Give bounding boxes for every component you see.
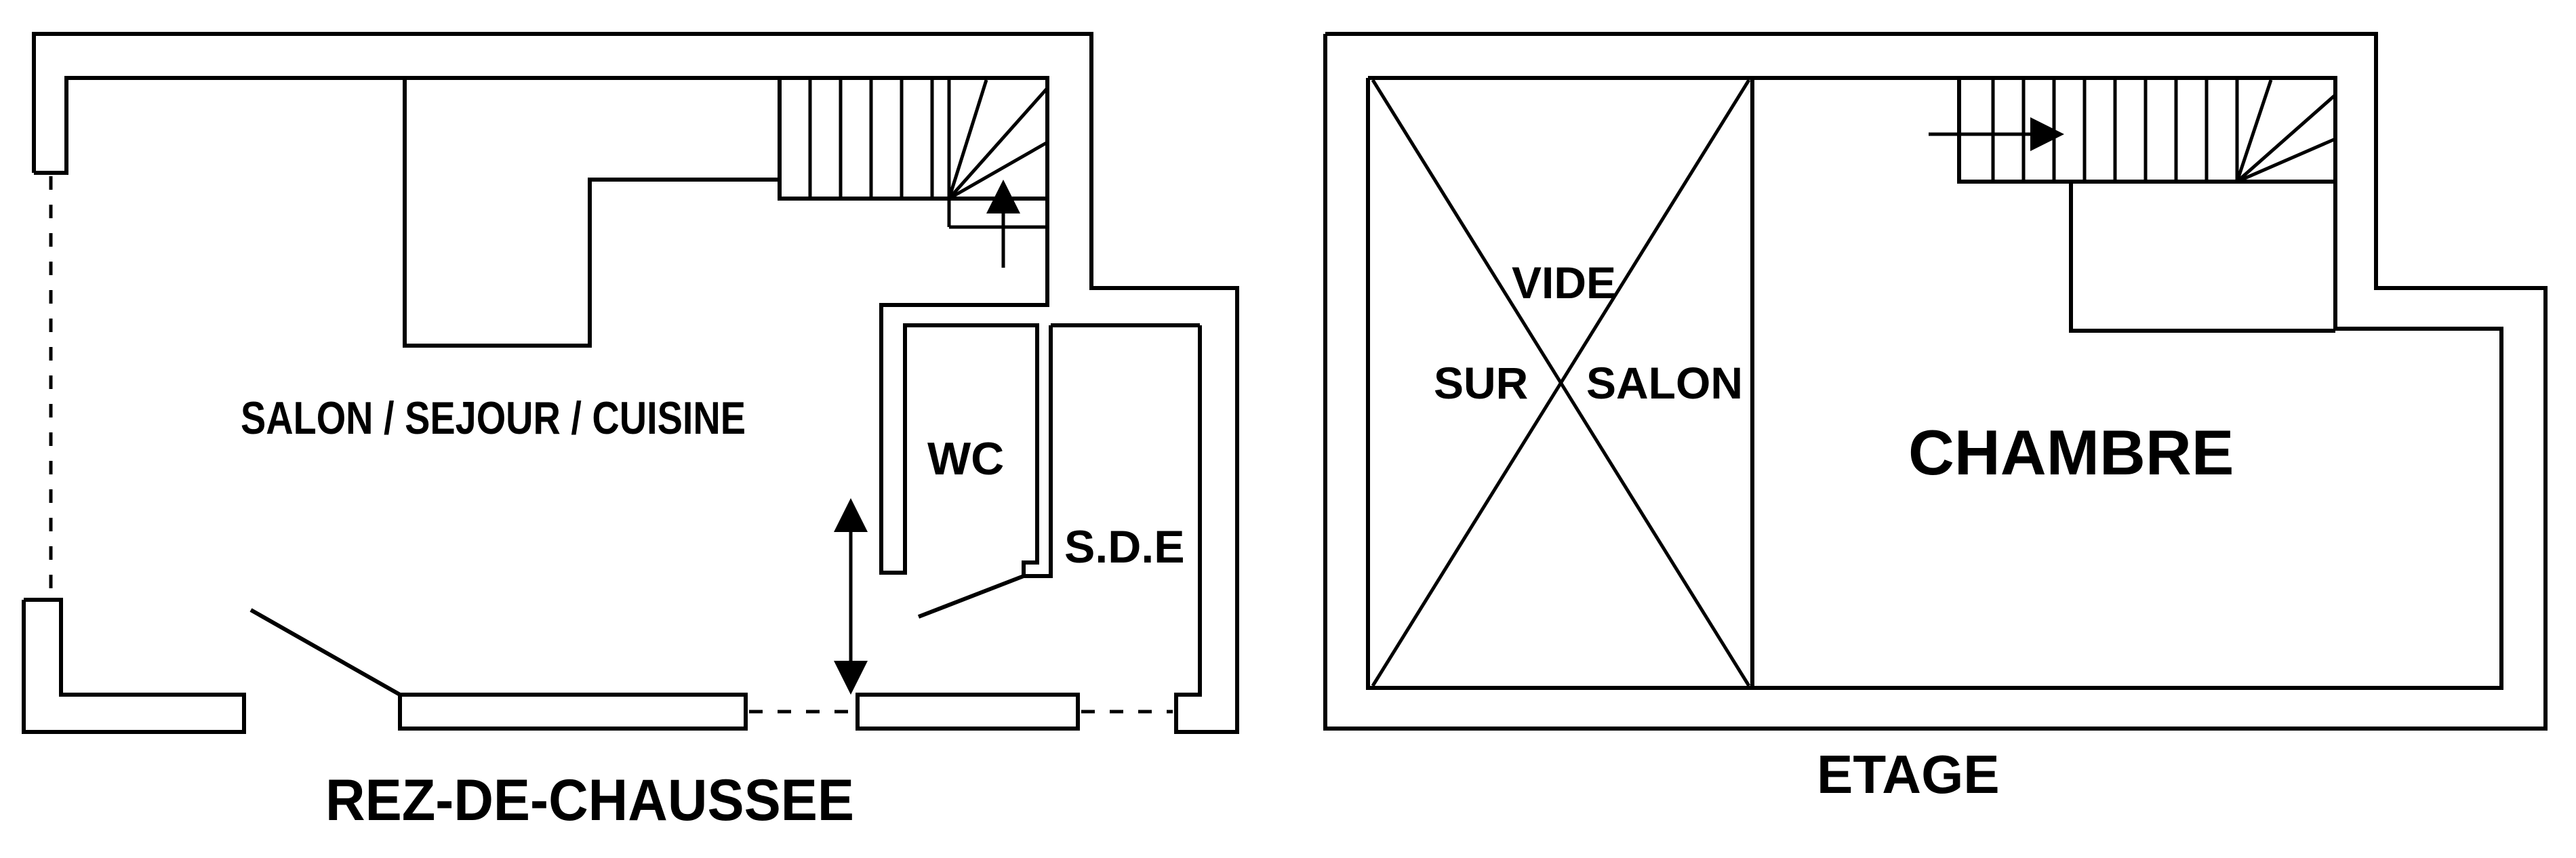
kitchen-block (403, 78, 780, 348)
upper-floor-plan: VIDE SUR SALON CHAMBRE ETAGE (1323, 32, 2548, 804)
room-label-bedroom: CHAMBRE (1908, 417, 2234, 488)
upper-floor-partition (2069, 182, 2335, 333)
void-over-living (1371, 78, 1754, 688)
ground-floor-staircase (778, 76, 1049, 268)
wc-bathroom-partitions (879, 78, 1200, 619)
void-label-top: VIDE (1512, 258, 1616, 308)
room-label-living: SALON / SEJOUR / CUISINE (241, 392, 746, 444)
room-label-wc: WC (927, 433, 1004, 485)
ground-floor-plan: SALON / SEJOUR / CUISINE WC S.D.E REZ-DE… (22, 32, 1239, 833)
void-label-right: SALON (1586, 358, 1743, 408)
void-label-left: SUR (1434, 358, 1528, 408)
ground-floor-walls (22, 32, 1239, 734)
upper-floor-title: ETAGE (1817, 744, 2000, 804)
entry-door-swing (249, 608, 401, 697)
ground-floor-title: REZ-DE-CHAUSSEE (325, 768, 854, 833)
room-label-bathroom: S.D.E (1064, 521, 1185, 573)
upper-floor-staircase (1929, 76, 2337, 184)
